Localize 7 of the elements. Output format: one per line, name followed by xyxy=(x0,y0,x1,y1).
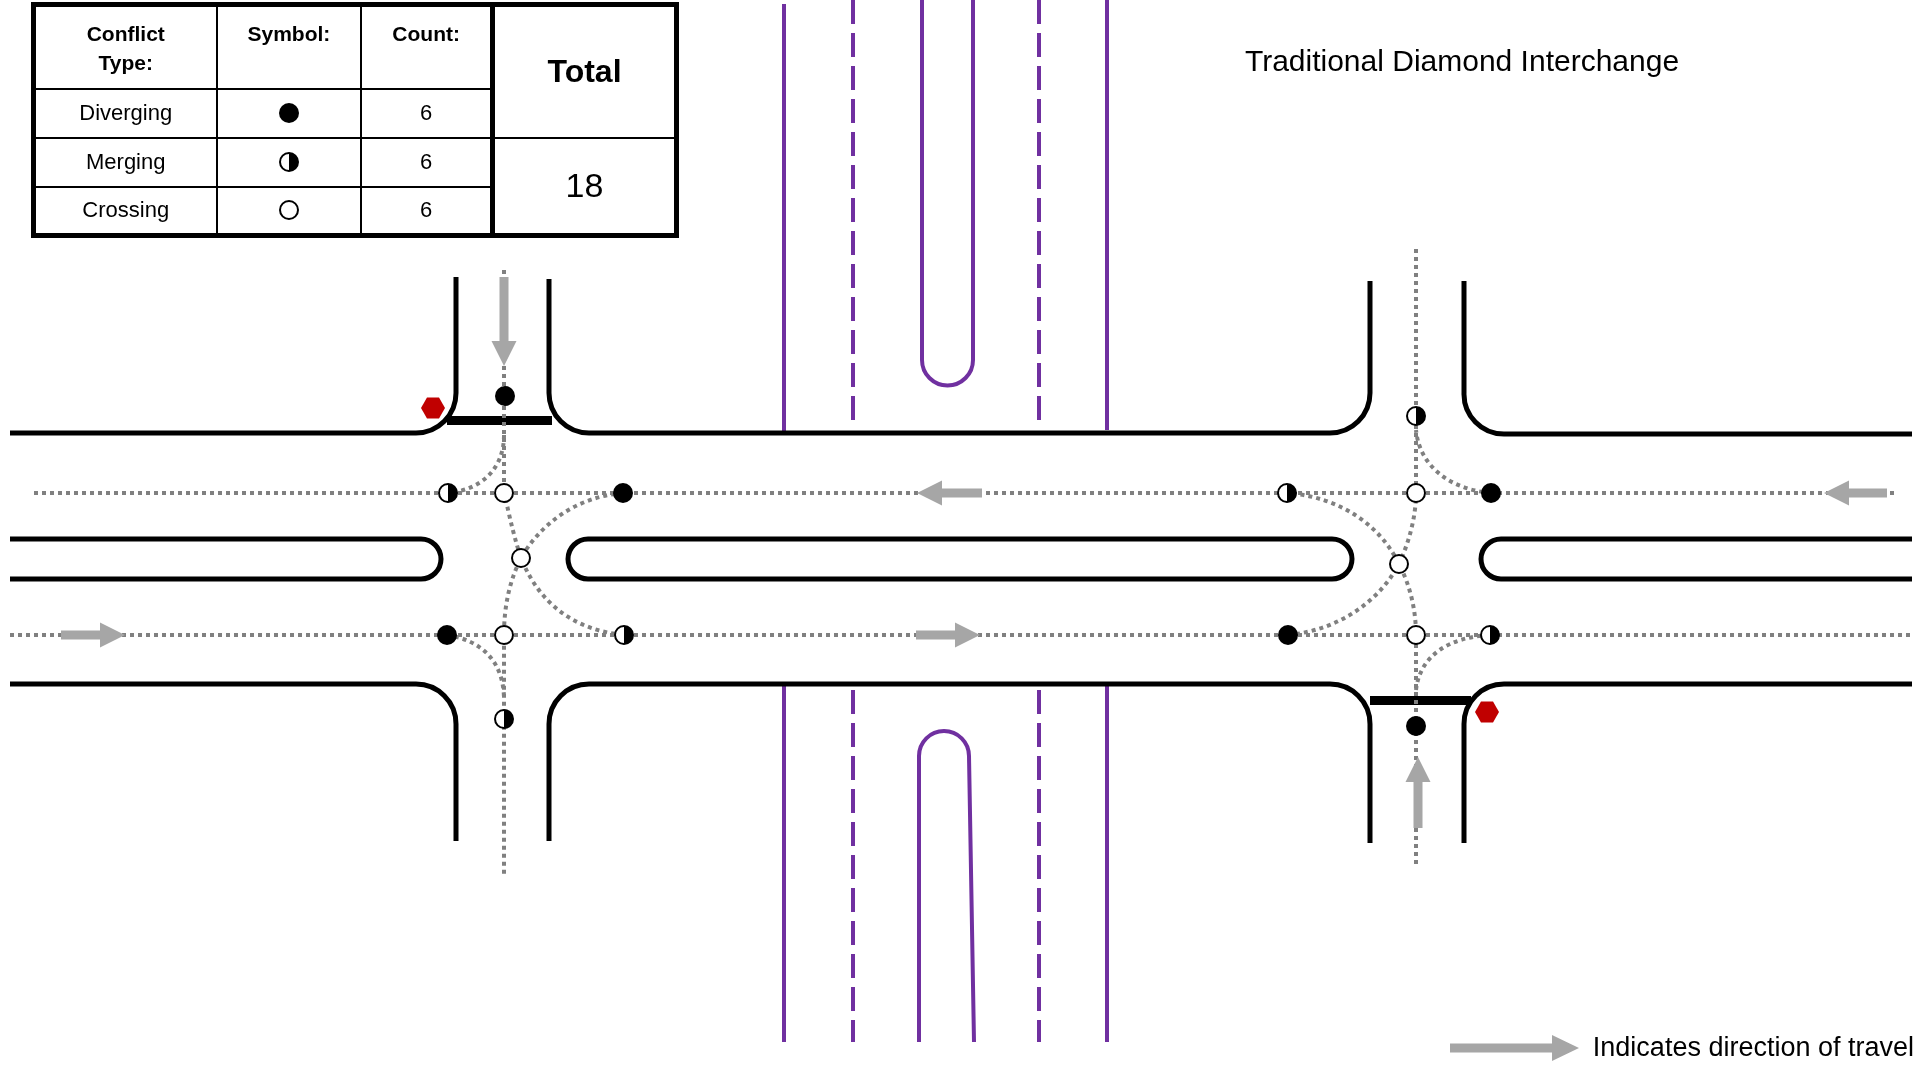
legend-text: Indicates direction of travel xyxy=(1592,1032,1914,1063)
column-header: Conflict Type: xyxy=(33,4,217,89)
table-cell: Merging xyxy=(33,137,217,187)
column-header: Total xyxy=(492,4,677,138)
table-cell: Diverging xyxy=(33,88,217,138)
column-header: Symbol: xyxy=(216,4,362,89)
title: Traditional Diamond Interchange xyxy=(1244,44,1680,78)
